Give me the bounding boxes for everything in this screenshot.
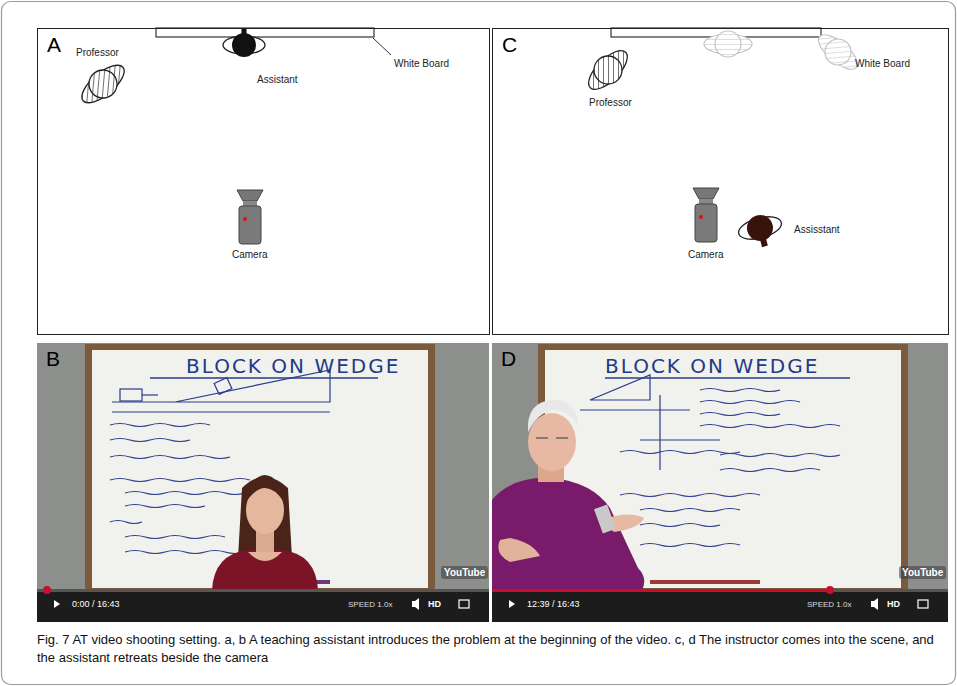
panel-letter: C [502, 34, 517, 55]
camera-figure [237, 190, 263, 244]
board-title: BLOCK ON WEDGE [186, 355, 400, 377]
layout-panel: C [492, 28, 949, 335]
figure-label: Camera [688, 249, 724, 260]
camera-figure [693, 188, 719, 242]
figure-caption: Fig. 7 AT video shooting setting. a, b A… [37, 631, 942, 667]
faded-figure [704, 31, 752, 57]
figure-label: Professor [76, 47, 119, 58]
screenshot-panel: B [37, 343, 489, 622]
figure-label: White Board [855, 58, 910, 69]
panel-letter: A [47, 34, 61, 55]
screenshot-panel: D [492, 343, 948, 622]
figure-label: Assistant [257, 74, 298, 85]
video-screenshot [37, 343, 489, 622]
figure-label: Camera [232, 249, 268, 260]
assistant-figure [735, 210, 786, 252]
watermark: YouTube [441, 566, 488, 579]
assistant-figure [223, 28, 265, 57]
leader-line [373, 38, 391, 55]
player-time: 12:39 / 16:43 [527, 600, 580, 610]
board-title: BLOCK ON WEDGE [605, 355, 819, 377]
faded-figure [811, 27, 864, 78]
player-speed: SPEED 1.0x [348, 601, 392, 610]
figure-label: Assisstant [794, 224, 840, 235]
player-hd: HD [428, 600, 441, 610]
figure-label: Professor [589, 97, 632, 108]
player-time: 0:00 / 16:43 [72, 600, 120, 610]
white-board [156, 28, 374, 37]
video-screenshot [492, 343, 948, 622]
watermark: YouTube [899, 566, 946, 579]
professor-figure [580, 42, 635, 97]
player-hd: HD [887, 600, 900, 610]
player-speed: SPEED 1.0x [807, 601, 851, 610]
panel-letter: B [46, 348, 60, 369]
panel-letter: D [501, 348, 516, 369]
professor-figure [74, 57, 132, 112]
figure-label: White Board [394, 58, 449, 69]
